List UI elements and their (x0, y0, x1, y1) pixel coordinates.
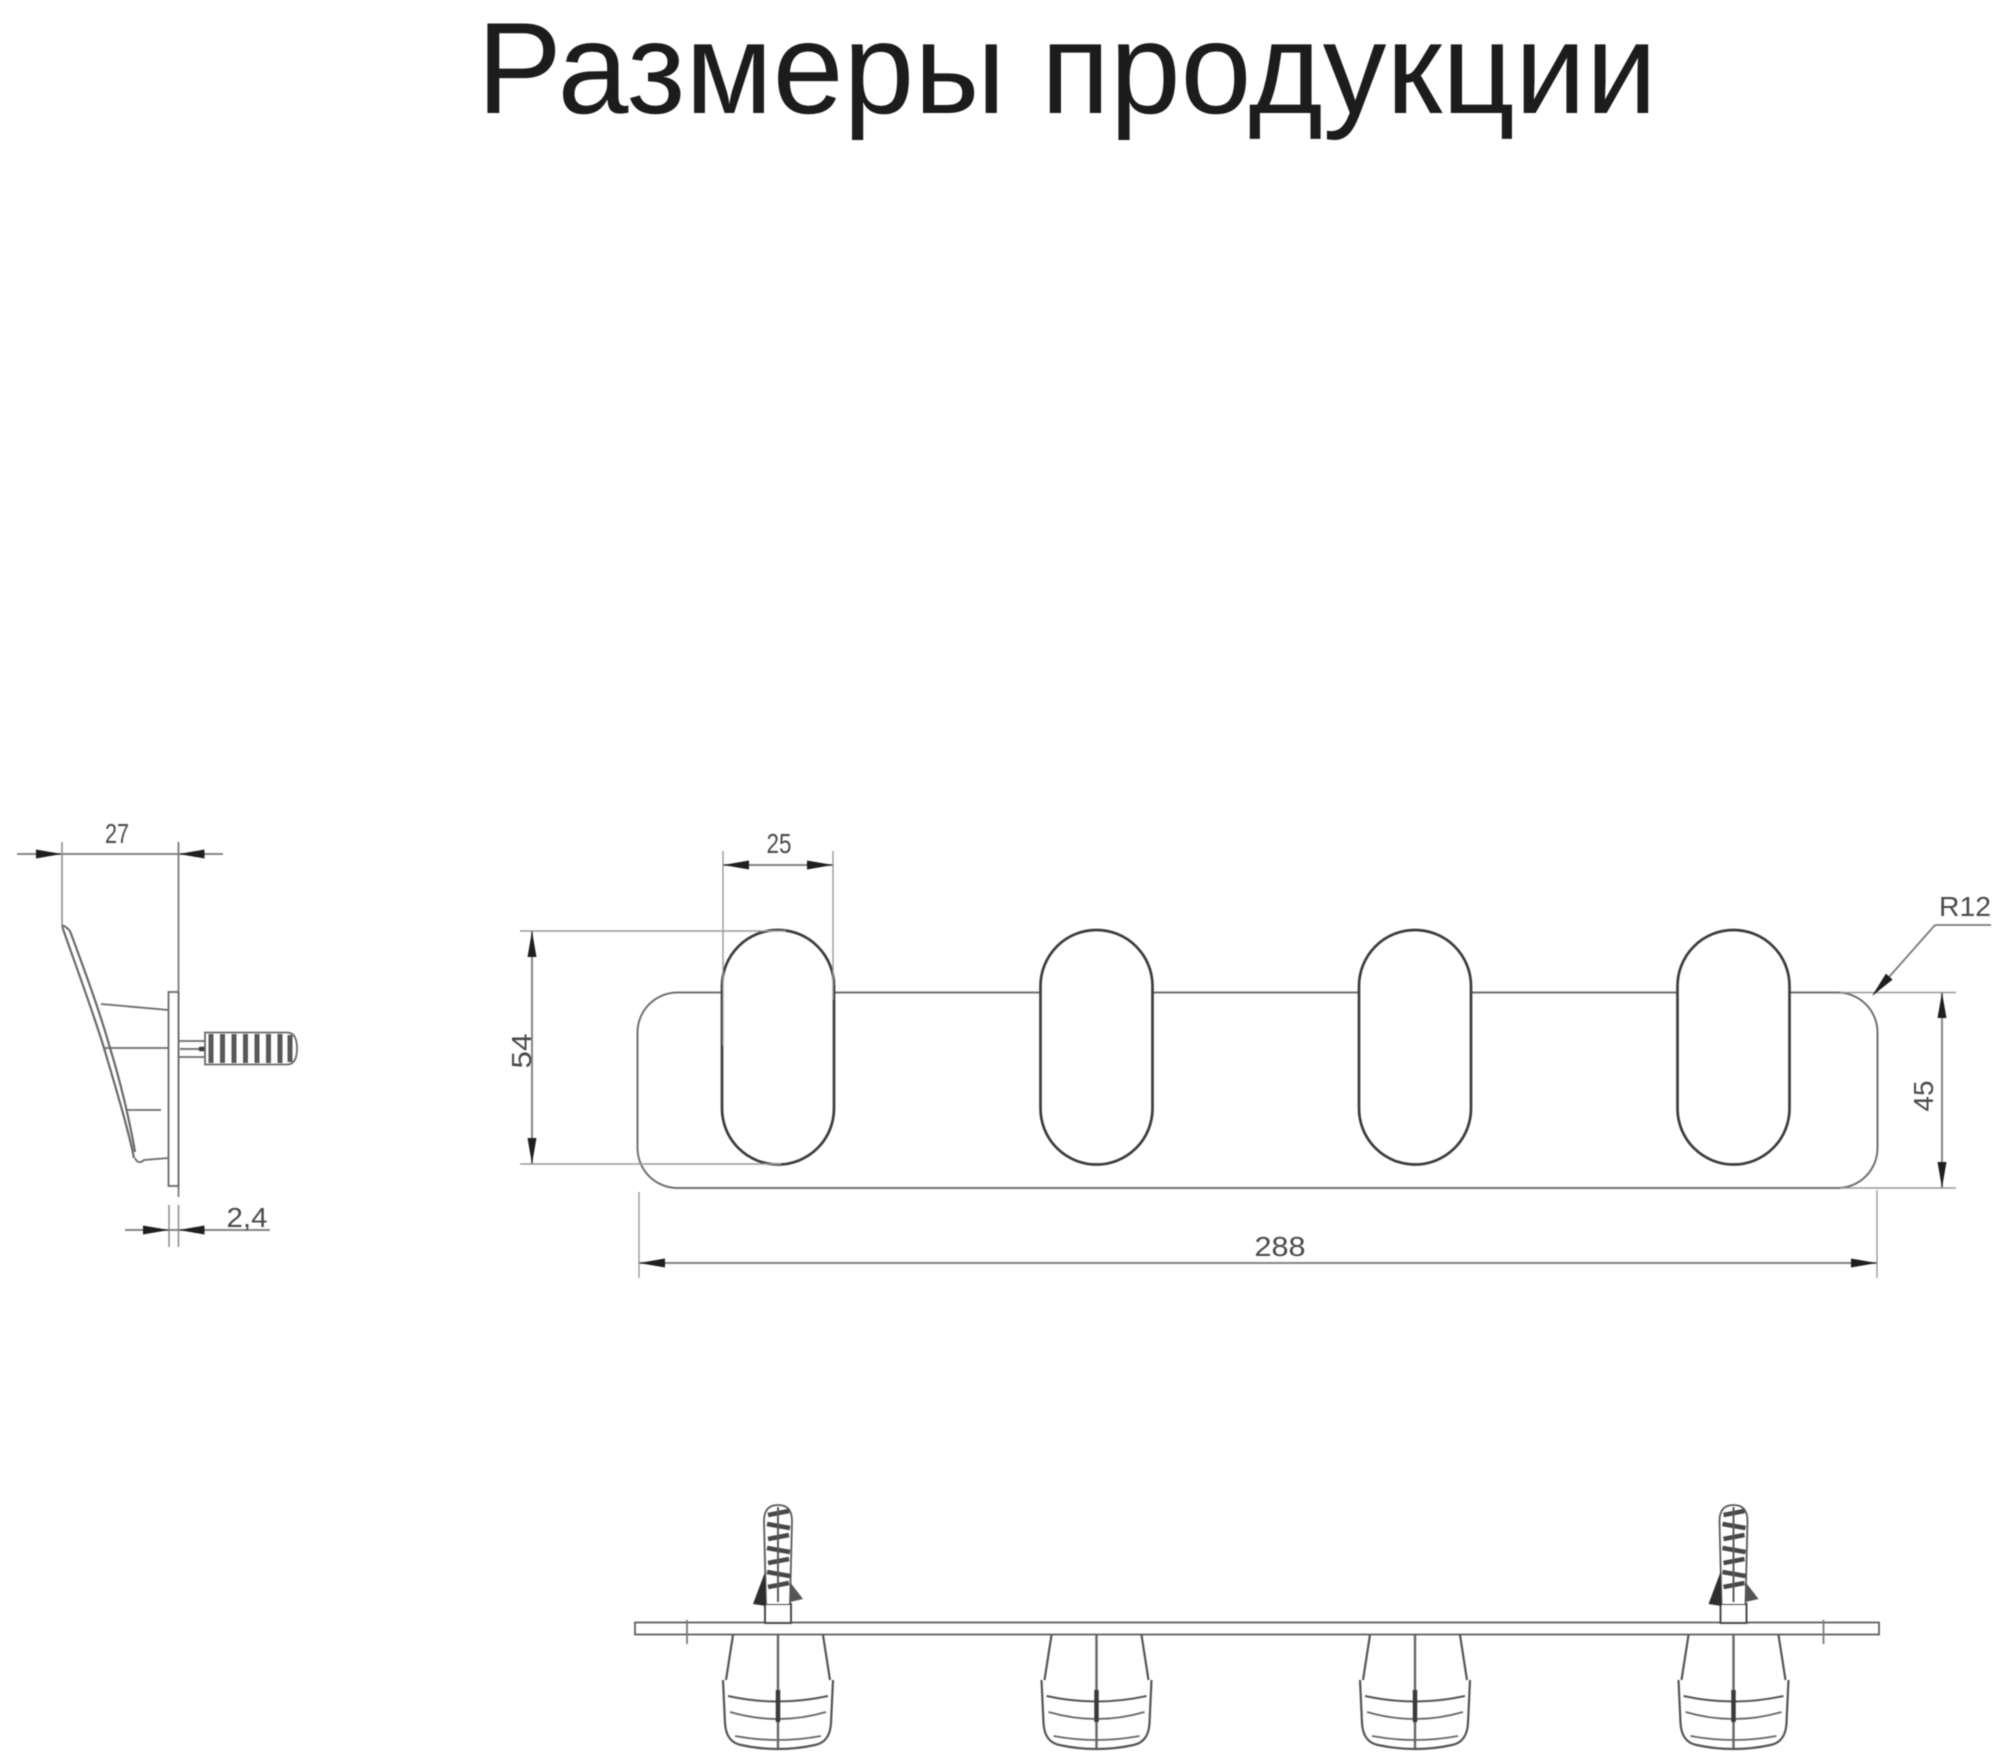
svg-text:54: 54 (506, 1034, 537, 1069)
svg-text:2,4: 2,4 (227, 1202, 268, 1233)
svg-text:45: 45 (1908, 1081, 1939, 1112)
svg-text:25: 25 (767, 828, 792, 859)
svg-text:R12: R12 (1939, 891, 1991, 922)
svg-text:Размеры продукции: Размеры продукции (477, 0, 1657, 141)
svg-text:288: 288 (1255, 1231, 1306, 1262)
svg-text:27: 27 (105, 818, 129, 849)
